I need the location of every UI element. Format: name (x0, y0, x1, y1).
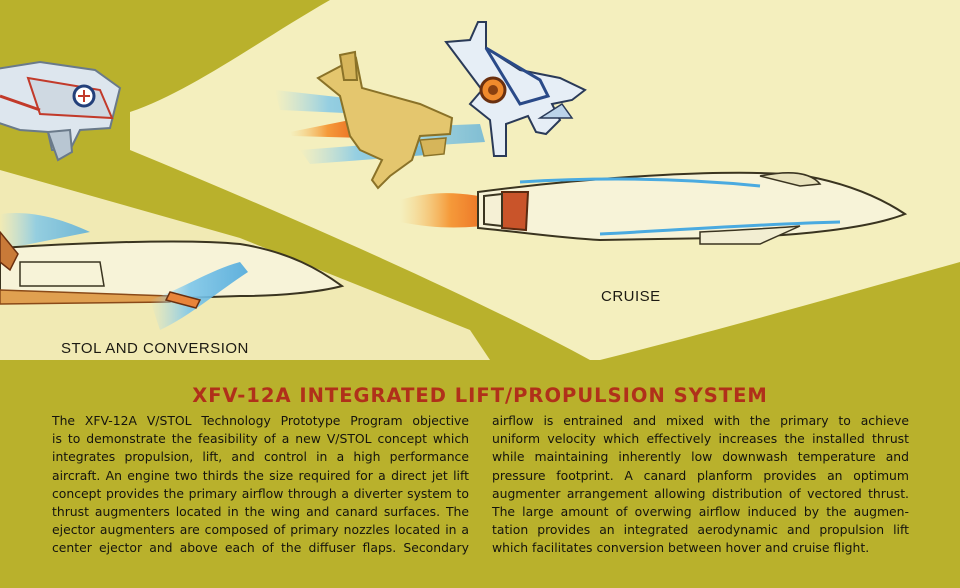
text-line: center ejector and above each of the dif… (52, 540, 469, 556)
caption-stol-and-conversion: STOL AND CONVERSION (61, 340, 249, 357)
section-title: XFV-12A INTEGRATED LIFT/PROPULSION SYSTE… (192, 384, 768, 407)
text-line: pressure footprint. A canard planform pr… (492, 467, 909, 483)
aircraft-stol (0, 212, 345, 330)
illustration (0, 0, 960, 360)
text-line: aircraft. An engine two thirds the size … (52, 467, 469, 483)
text-line: is to demonstrate the feasibility of a n… (52, 431, 469, 447)
text-line: while maintaining inherently low downwas… (492, 449, 909, 465)
text-line: integrates propulsion, lift, and control… (52, 449, 469, 465)
text-line: The XFV-12A V/STOL Technology Prototype … (52, 413, 469, 428)
text-line: tation provides an integrated aerodynami… (492, 522, 909, 538)
text-line: concept provides the primary airflow thr… (52, 485, 469, 501)
text-line: thrust augmenters located in the wing an… (52, 504, 469, 520)
text-line: The large amount of overwing airflow ind… (492, 504, 909, 520)
text-line: airflow is entrained and mixed with the … (492, 413, 909, 428)
text-line: uniform velocity which effectively incre… (492, 431, 909, 447)
aircraft-cruise (400, 171, 908, 245)
caption-cruise: CRUISE (601, 288, 661, 305)
text-line: ejector augmenters are composed of prima… (52, 522, 469, 538)
aircraft-hover (0, 60, 122, 162)
body-text-left-column: The XFV-12A V/STOL Technology Prototype … (52, 412, 469, 558)
text-line: augmenter arrangement allowing distribut… (492, 485, 909, 501)
text-line: which facilitates conversion between hov… (492, 540, 870, 556)
body-text-right-column: airflow is entrained and mixed with the … (492, 412, 909, 558)
aircraft-transition (275, 50, 485, 190)
aircraft-climb (444, 21, 587, 157)
